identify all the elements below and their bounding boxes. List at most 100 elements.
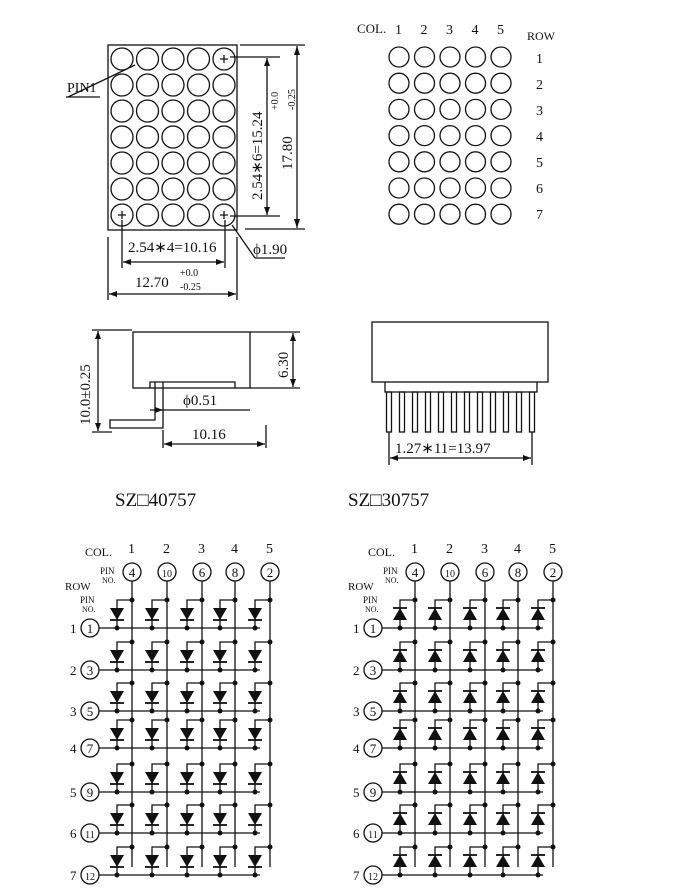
col-number: 4 xyxy=(514,542,521,557)
led-dot xyxy=(110,47,134,71)
row-pin-number: 11 xyxy=(368,830,378,841)
led-diode-icon xyxy=(428,650,442,662)
row-number: 4 xyxy=(70,741,77,756)
package-outline xyxy=(107,44,238,231)
led-diode-icon xyxy=(496,650,510,662)
row-number: 7 xyxy=(353,868,360,883)
led-diode-icon xyxy=(463,772,477,784)
map-dot xyxy=(439,46,461,68)
row-pin-number: 3 xyxy=(87,663,94,678)
pin-no-label: PIN xyxy=(100,566,115,576)
map-dot xyxy=(388,98,410,121)
led-diode-icon xyxy=(145,728,159,740)
map-dot xyxy=(439,151,461,173)
pin-pitch-dim: 1.27∗11=13.97 xyxy=(395,441,491,457)
row-number: 2 xyxy=(70,663,77,678)
col-number: 5 xyxy=(266,542,273,557)
led-diode-icon xyxy=(463,650,477,662)
led-diode-icon xyxy=(393,608,407,620)
pin-no-label: NO. xyxy=(385,576,399,585)
col-number: 5 xyxy=(549,542,556,557)
pin xyxy=(424,391,432,433)
led-diode-icon xyxy=(428,772,442,784)
col-number: 4 xyxy=(472,23,479,38)
row-number: 3 xyxy=(536,104,543,119)
pin xyxy=(502,391,510,433)
map-dot xyxy=(490,98,512,121)
led-dot xyxy=(186,47,211,71)
led-diode-icon xyxy=(463,855,477,867)
pitch-vertical-dim: 2.54∗6=15.24 xyxy=(250,111,266,200)
col-number: 3 xyxy=(198,542,205,557)
led-diode-icon xyxy=(180,728,194,740)
width-dim: 12.70 xyxy=(135,275,169,291)
led-diode-icon xyxy=(496,691,510,703)
map-dot xyxy=(490,177,512,199)
led-diode-icon xyxy=(248,691,262,703)
led-diode-icon xyxy=(248,855,262,867)
map-dot xyxy=(464,98,487,121)
row-spacing-dim: 10.16 xyxy=(192,427,226,443)
row-pin-number: 11 xyxy=(85,830,95,841)
led-dot xyxy=(212,47,236,71)
col-label: COL. xyxy=(357,21,386,36)
row-number: 7 xyxy=(536,208,543,223)
row-pin-number: 5 xyxy=(370,704,377,719)
led-diode-icon xyxy=(213,728,227,740)
map-dot xyxy=(388,124,410,147)
col-pin-number: 8 xyxy=(232,565,239,580)
led-diode-icon xyxy=(248,813,262,825)
row-number: 5 xyxy=(353,785,360,800)
map-dot xyxy=(464,151,487,173)
row-number: 6 xyxy=(70,826,77,841)
led-dot xyxy=(212,73,236,97)
led-dot xyxy=(212,177,236,201)
led-dot xyxy=(161,99,185,123)
top-view-dots xyxy=(110,47,236,227)
pin xyxy=(398,391,406,433)
led-diode-icon xyxy=(428,691,442,703)
led-dot xyxy=(161,73,185,97)
pin-no-label: NO. xyxy=(365,605,379,614)
led-dot xyxy=(135,151,160,175)
map-dot xyxy=(413,124,436,147)
row-pin-number: 1 xyxy=(370,621,377,636)
map-dot xyxy=(439,72,461,94)
map-dot xyxy=(413,177,436,199)
body-height-dim: 6.30 xyxy=(276,352,292,378)
pin-diameter-dim: ϕ0.51 xyxy=(183,393,217,409)
led-diode-icon xyxy=(463,608,477,620)
row-number: 1 xyxy=(70,621,77,636)
row-pin-number: 12 xyxy=(85,872,95,883)
led-diode-icon xyxy=(531,650,545,662)
model-label-left: SZ□40757 xyxy=(115,490,196,511)
map-dot xyxy=(490,203,512,225)
led-diode-icon xyxy=(531,691,545,703)
led-dot xyxy=(161,151,185,175)
row-number: 5 xyxy=(536,156,543,171)
led-diode-icon xyxy=(110,813,124,825)
led-diode-icon xyxy=(463,691,477,703)
led-dot xyxy=(135,73,160,97)
map-dot xyxy=(439,177,461,199)
pin-no-label: PIN xyxy=(363,595,378,605)
led-diode-icon xyxy=(531,772,545,784)
led-dot xyxy=(186,99,211,123)
col-pin-number: 6 xyxy=(199,565,206,580)
led-diode-icon xyxy=(428,608,442,620)
col-pin-number: 4 xyxy=(412,565,419,580)
col-number: 3 xyxy=(446,23,453,38)
led-dot xyxy=(135,99,160,123)
led-diode-icon xyxy=(531,813,545,825)
dot-diameter-dim: ϕ1.90 xyxy=(253,242,287,258)
row-number: 6 xyxy=(536,182,543,197)
row-number: 4 xyxy=(353,741,360,756)
map-dot xyxy=(464,177,487,199)
led-diode-icon xyxy=(180,608,194,620)
led-diode-icon xyxy=(531,608,545,620)
led-diode-icon xyxy=(213,691,227,703)
